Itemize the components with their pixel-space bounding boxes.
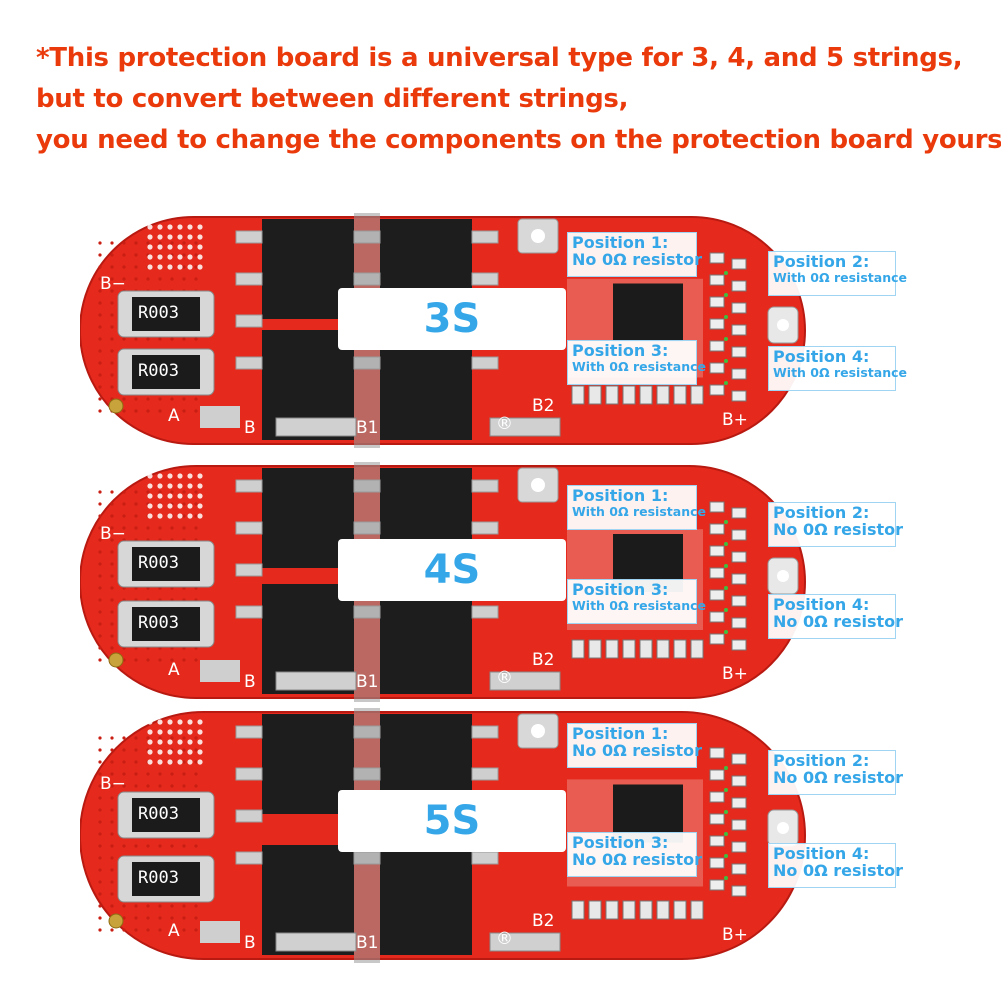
- string-count-label: 3S: [338, 288, 566, 350]
- callout-subtitle: No 0Ω resistor: [572, 249, 703, 269]
- silkscreen-b-minus: B−: [100, 524, 126, 544]
- silkscreen-a: A: [168, 660, 180, 680]
- silkscreen-b-minus: B−: [100, 274, 126, 294]
- callout-position-2-5s: Position 2:No 0Ω resistor: [768, 750, 904, 795]
- callout-title: Position 3:: [572, 341, 669, 360]
- silkscreen-b: B: [244, 418, 256, 438]
- callout-title: Position 1:: [572, 486, 669, 505]
- silkscreen-b: B: [244, 933, 256, 953]
- silkscreen-b-plus: B+: [722, 664, 748, 684]
- callout-subtitle: No 0Ω resistor: [572, 740, 703, 760]
- silkscreen-b2: B2: [532, 911, 555, 931]
- silkscreen-r: ®: [496, 414, 513, 434]
- callout-subtitle: With 0Ω resistance: [773, 269, 907, 285]
- silkscreen-b1: B1: [356, 672, 379, 692]
- silkscreen-b2: B2: [532, 650, 555, 670]
- callout-title: Position 2:: [773, 252, 870, 271]
- silkscreen-b2: B2: [532, 396, 555, 416]
- callout-subtitle: With 0Ω resistance: [572, 358, 706, 374]
- callout-title: Position 2:: [773, 503, 870, 522]
- callout-subtitle: No 0Ω resistor: [773, 611, 904, 631]
- silkscreen-b-plus: B+: [722, 925, 748, 945]
- headline: *This protection board is a universal ty…: [36, 38, 1001, 161]
- resistor-marking: R003: [138, 303, 179, 323]
- headline-line-2: but to convert between different strings…: [36, 84, 629, 114]
- resistor-marking: R003: [138, 361, 179, 381]
- headline-line-3: you need to change the components on the…: [36, 125, 1001, 155]
- callout-position-4-5s: Position 4:No 0Ω resistor: [768, 843, 904, 888]
- silkscreen-b1: B1: [356, 933, 379, 953]
- resistor-marking: R003: [138, 868, 179, 888]
- callout-title: Position 4:: [773, 595, 870, 614]
- resistor-marking: R003: [138, 613, 179, 633]
- silkscreen-a: A: [168, 406, 180, 426]
- callout-title: Position 3:: [572, 580, 669, 599]
- callout-position-2-4s: Position 2:No 0Ω resistor: [768, 502, 904, 547]
- callout-position-2-3s: Position 2:With 0Ω resistance: [768, 251, 907, 296]
- string-count-label: 4S: [338, 539, 566, 601]
- silkscreen-b-plus: B+: [722, 410, 748, 430]
- callout-title: Position 2:: [773, 751, 870, 770]
- callout-position-3-4s: Position 3:With 0Ω resistance: [567, 579, 706, 624]
- callout-position-3-5s: Position 3:No 0Ω resistor: [567, 832, 703, 877]
- callout-subtitle: No 0Ω resistor: [773, 767, 904, 787]
- callout-title: Position 1:: [572, 724, 669, 743]
- silkscreen-b-minus: B−: [100, 774, 126, 794]
- callout-subtitle: With 0Ω resistance: [572, 597, 706, 613]
- callout-subtitle: No 0Ω resistor: [773, 860, 904, 880]
- callout-title: Position 1:: [572, 233, 669, 252]
- callout-position-4-3s: Position 4:With 0Ω resistance: [768, 346, 907, 391]
- resistor-marking: R003: [138, 804, 179, 824]
- callout-position-4-4s: Position 4:No 0Ω resistor: [768, 594, 904, 639]
- silkscreen-b1: B1: [356, 418, 379, 438]
- callout-subtitle: With 0Ω resistance: [572, 503, 706, 519]
- callout-subtitle: No 0Ω resistor: [773, 519, 904, 539]
- string-count-label: 5S: [338, 790, 566, 852]
- callout-title: Position 4:: [773, 844, 870, 863]
- headline-line-1: *This protection board is a universal ty…: [36, 43, 963, 73]
- silkscreen-b: B: [244, 672, 256, 692]
- callout-title: Position 3:: [572, 833, 669, 852]
- callout-subtitle: With 0Ω resistance: [773, 364, 907, 380]
- silkscreen-r: ®: [496, 929, 513, 949]
- callout-position-1-4s: Position 1:With 0Ω resistance: [567, 485, 706, 530]
- silkscreen-r: ®: [496, 668, 513, 688]
- resistor-marking: R003: [138, 553, 179, 573]
- callout-position-3-3s: Position 3:With 0Ω resistance: [567, 340, 706, 385]
- callout-title: Position 4:: [773, 347, 870, 366]
- callout-position-1-3s: Position 1:No 0Ω resistor: [567, 232, 703, 277]
- callout-position-1-5s: Position 1:No 0Ω resistor: [567, 723, 703, 768]
- callout-subtitle: No 0Ω resistor: [572, 849, 703, 869]
- silkscreen-a: A: [168, 921, 180, 941]
